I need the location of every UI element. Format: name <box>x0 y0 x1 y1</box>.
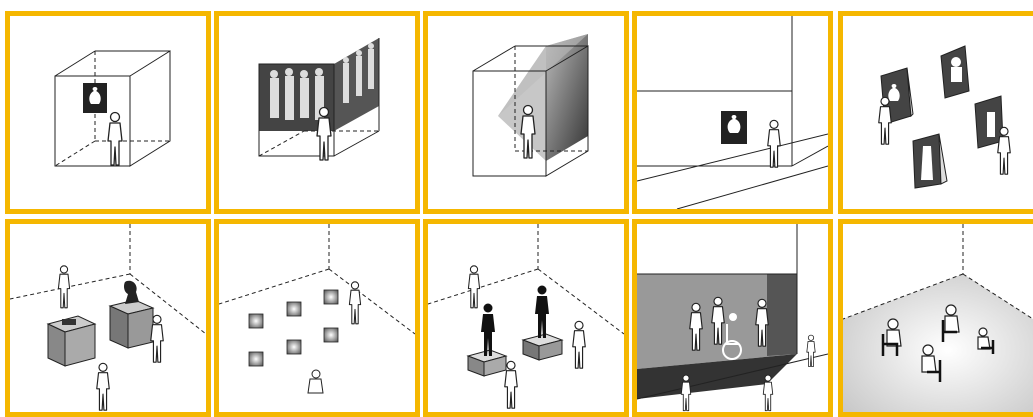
standing-panels-with-images-icon <box>843 16 1033 209</box>
room-with-projection-cone-icon <box>428 16 624 209</box>
panel-10 <box>838 219 1033 417</box>
panel-5 <box>838 11 1033 214</box>
street-stage-with-people-icon <box>637 224 828 412</box>
panel-3 <box>423 11 629 214</box>
panel-2 <box>214 11 420 214</box>
plinths-with-sculpture-icon <box>10 224 206 412</box>
grid-of-small-cubes-icon <box>219 224 415 412</box>
panel-8 <box>423 219 629 417</box>
panel-4 <box>632 11 833 214</box>
panel-1 <box>5 11 211 214</box>
building-facade-with-framed-vase-icon <box>637 16 828 209</box>
panel-6 <box>5 219 211 417</box>
cube-room-with-framed-vase-icon <box>10 16 206 209</box>
figures-on-pedestals-icon <box>428 224 624 412</box>
panel-9 <box>632 219 833 417</box>
room-with-silhouette-murals-icon <box>219 16 415 209</box>
panel-7 <box>214 219 420 417</box>
lit-room-with-seated-people-icon <box>843 224 1033 412</box>
